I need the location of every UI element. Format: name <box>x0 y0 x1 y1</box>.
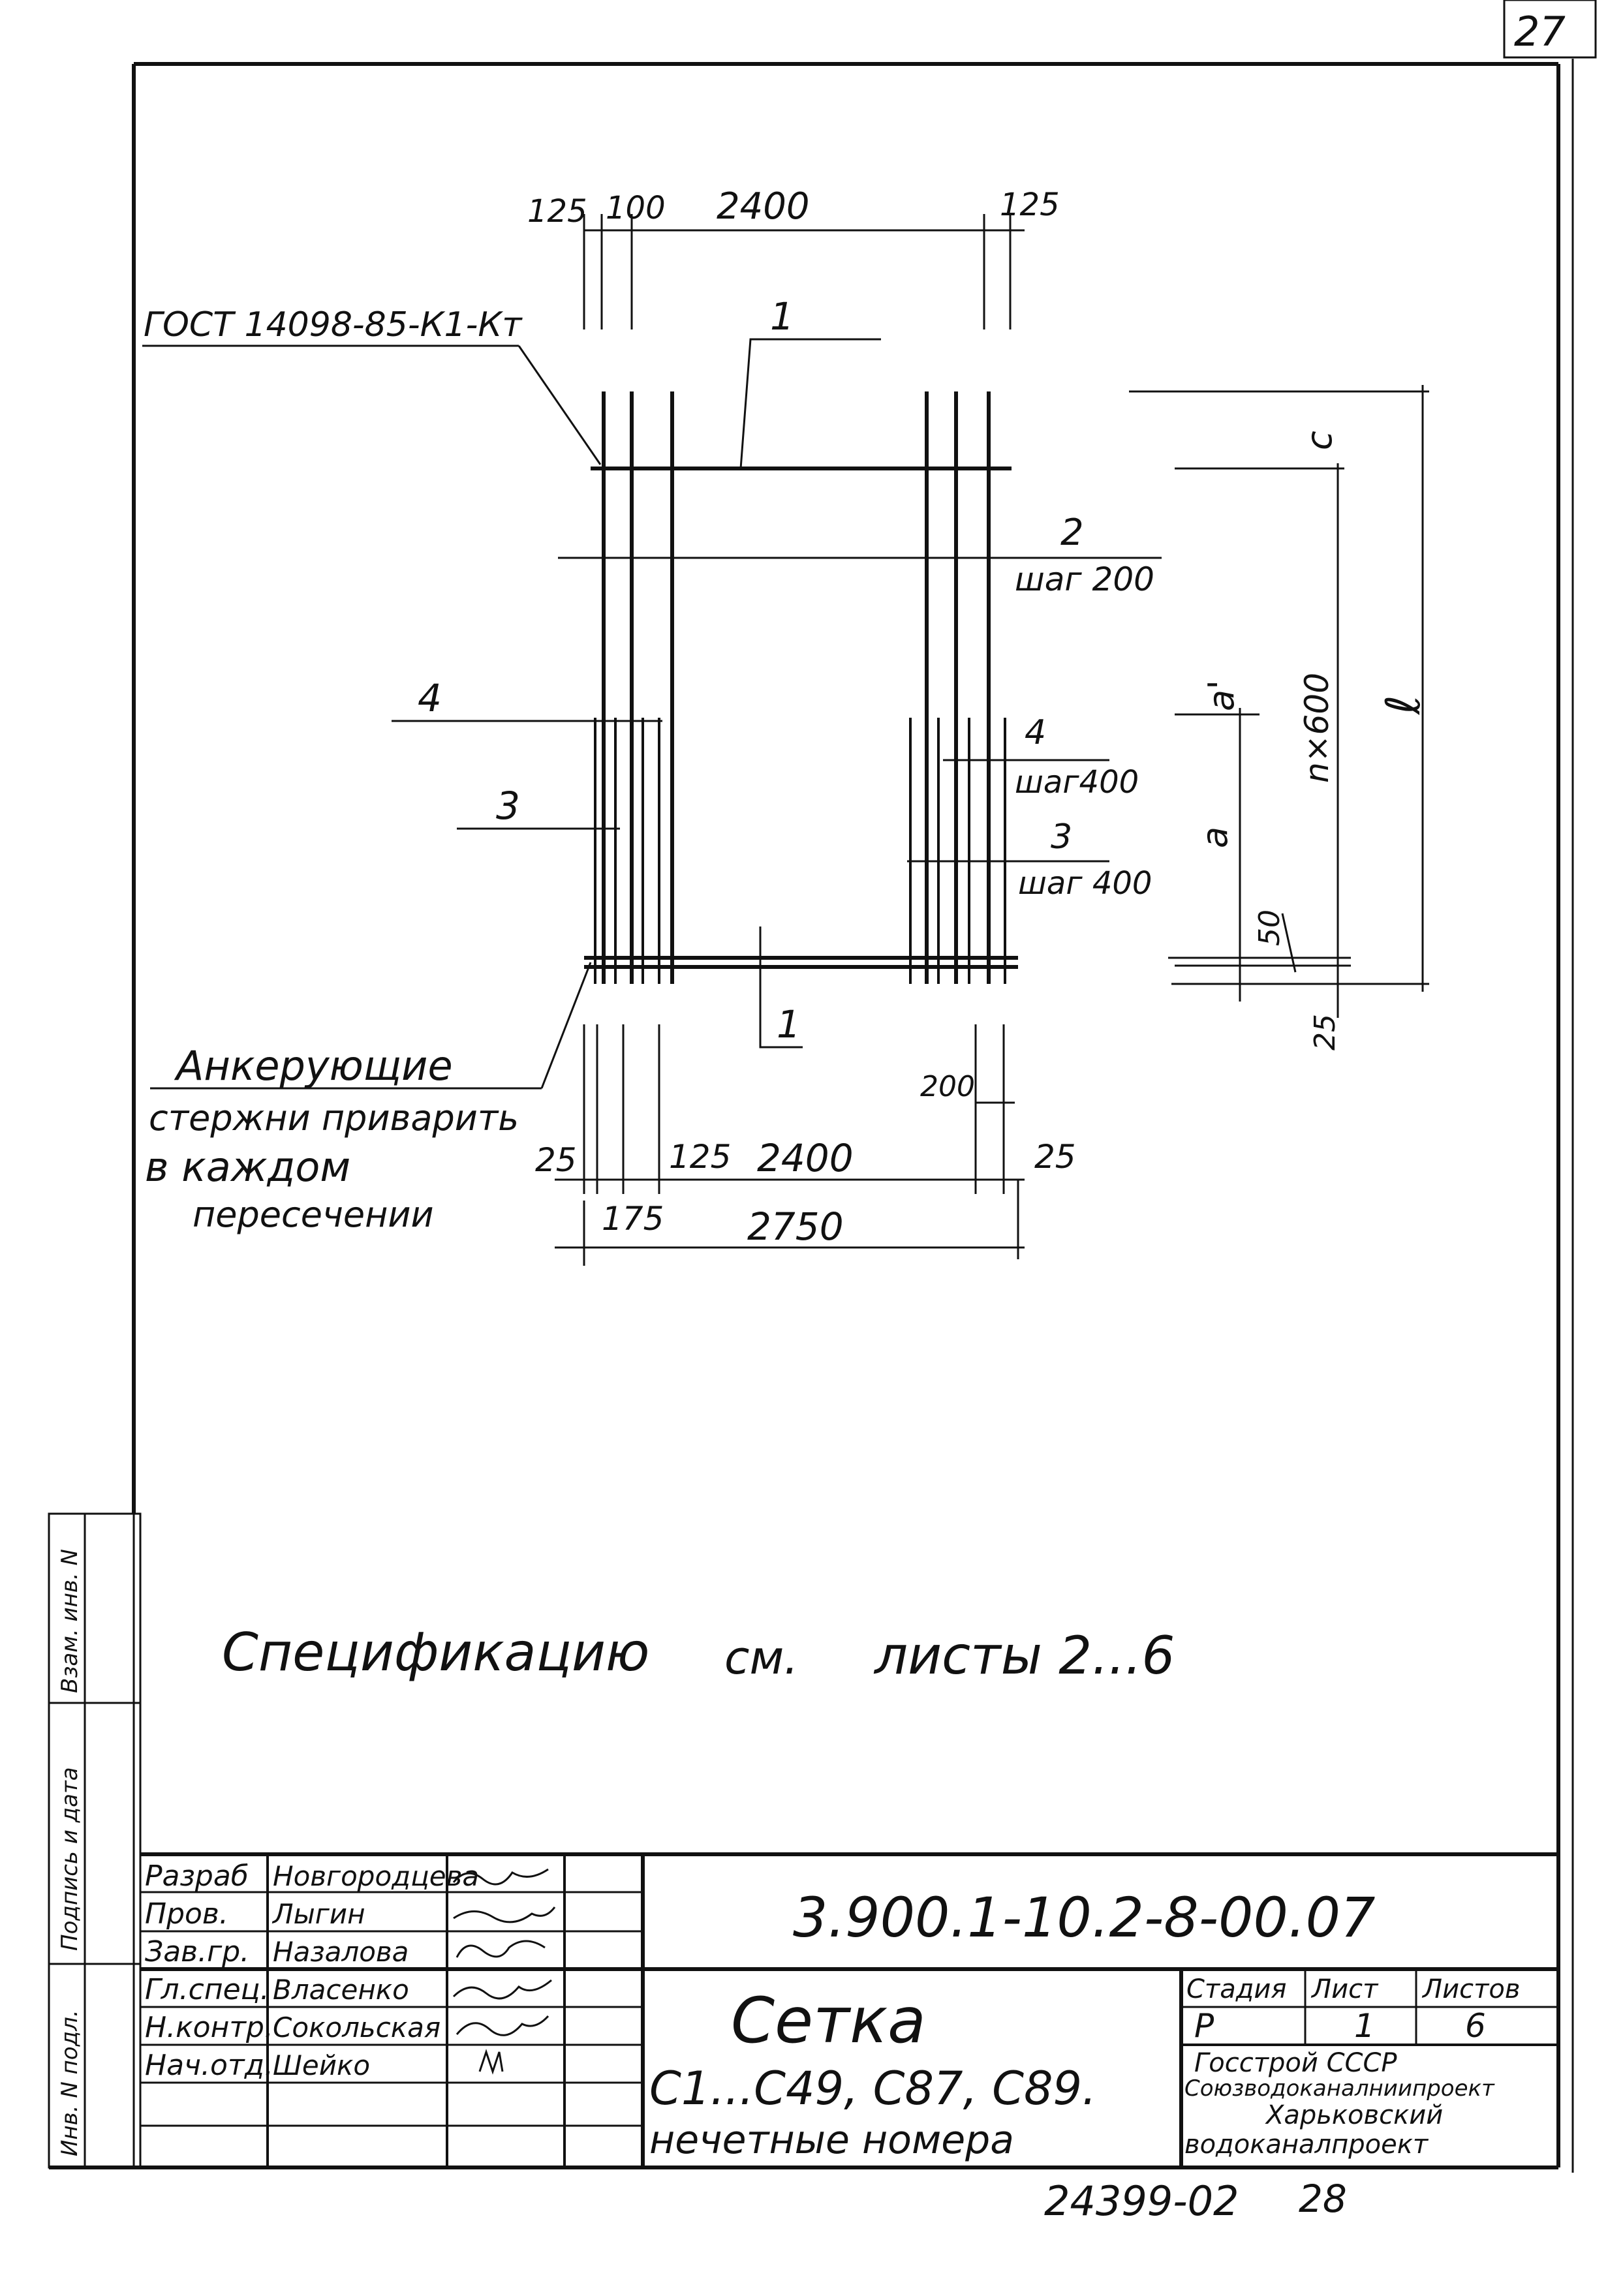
gost-callout: ГОСТ 14098-85-К1-Кт <box>142 305 602 465</box>
dim-top-right-125: 125 <box>1000 187 1060 223</box>
sheet-header: Лист <box>1310 1974 1379 2004</box>
spec-note-word1: Спецификацию <box>222 1622 649 1683</box>
dim-vert-l: ℓ <box>1376 695 1430 716</box>
dim-top-100: 100 <box>606 190 666 226</box>
sheet-value: 1 <box>1354 2007 1375 2045</box>
name-0: Новгородцева <box>273 1860 479 1892</box>
dim-vert-n600: n×600 <box>1298 673 1336 783</box>
designation: 3.900.1-10.2-8-00.07 <box>793 1886 1376 1950</box>
rods-right-group <box>909 391 1006 984</box>
pos4-right-step: шаг400 <box>1015 764 1139 801</box>
spec-note-word2: см. <box>724 1631 799 1685</box>
pos3-right-label: 3 <box>1051 818 1072 857</box>
pos2-reference: 2 шаг 200 <box>558 512 1162 598</box>
transverse-bars <box>584 467 1018 969</box>
product-line2: С1...С49, С87, С89. <box>649 2062 1096 2115</box>
dim-vert-50: 50 <box>1253 910 1286 946</box>
signature-scribble-5 <box>478 2049 504 2075</box>
corner-sheet-number: 27 <box>1514 8 1566 55</box>
anchor-note-line4: пересечении <box>193 1194 434 1235</box>
dim-bottom-175: 175 <box>602 1200 664 1238</box>
dim-bottom-2750: 2750 <box>747 1204 844 1249</box>
dim-top-left-125: 125 <box>527 193 587 230</box>
anchor-note-line2: стержни приварить <box>149 1097 519 1139</box>
pos1-bottom-label: 1 <box>777 1002 801 1047</box>
stage-value: Р <box>1194 2007 1214 2045</box>
corner-sheet-box: 27 <box>1503 0 1597 59</box>
pos1-top-callout: 1 <box>739 294 881 469</box>
dim-vert-c: c <box>1299 431 1340 450</box>
side-stamp-cell-inventory: Инв. N подл. <box>57 2010 83 2156</box>
role-5: Нач.отд. <box>145 2049 273 2082</box>
pos4-right-label: 4 <box>1025 713 1046 752</box>
stage-header: Стадия <box>1186 1974 1286 2004</box>
pos2-label: 2 <box>1060 512 1084 554</box>
gost-label: ГОСТ 14098-85-К1-Кт <box>144 305 523 344</box>
specification-note: Спецификацию см. листы 2...6 <box>222 1622 1175 1686</box>
left-pos-callouts: 4 3 <box>392 676 662 830</box>
role-4: Н.контр. <box>145 2011 273 2044</box>
org-line4: водоканалпроект <box>1184 2130 1429 2160</box>
role-2: Зав.гр. <box>145 1935 249 1968</box>
archive-number: 24399-02 28 <box>1044 2177 1347 2225</box>
archive-page: 28 <box>1299 2177 1347 2221</box>
pos1-bottom-callout: 1 <box>759 926 803 1049</box>
dim-bottom-125: 125 <box>669 1138 731 1176</box>
dim-vert-a-prime: a' <box>1201 680 1242 711</box>
role-0: Разраб <box>145 1860 249 1893</box>
signature-scribble-3 <box>452 1979 552 2000</box>
dim-bottom-right-25: 25 <box>1034 1138 1076 1176</box>
side-stamp: Взам. инв. N Подпись и дата Инв. N подл. <box>48 1512 142 2169</box>
right-pos-callouts: 4 шаг400 3 шаг 400 <box>907 713 1152 902</box>
sheets-value: 6 <box>1465 2007 1486 2045</box>
title-block: Разраб Новгородцева Пров. Лыгин Зав.гр. … <box>140 1852 1558 2167</box>
pos3-right-step: шаг 400 <box>1018 865 1152 902</box>
role-3: Гл.спец. <box>145 1973 270 2006</box>
spec-note-word3: листы 2...6 <box>873 1625 1175 1686</box>
org-line2: Союзводоканалниипроект <box>1184 2075 1495 2102</box>
dim-top-2400: 2400 <box>717 185 810 228</box>
name-5: Шейко <box>273 2049 370 2081</box>
signature-scribble-0 <box>452 1868 549 1886</box>
dim-vert-a: a <box>1194 827 1235 848</box>
signature-scribble-4 <box>456 2015 549 2036</box>
product-title: Сетка <box>731 1984 926 2057</box>
archive-no: 24399-02 <box>1044 2177 1239 2225</box>
pos4-left-label: 4 <box>418 676 442 720</box>
sheets-header: Листов <box>1421 1974 1520 2004</box>
anchor-note: Анкерующие стержни приварить в каждом пе… <box>145 962 592 1235</box>
name-1: Лыгин <box>271 1898 365 1930</box>
right-dimension-chain: c ℓ n×600 a' a 50 25 <box>1129 385 1430 1050</box>
anchor-note-line1: Анкерующие <box>174 1042 453 1090</box>
pos2-step: шаг 200 <box>1015 560 1154 598</box>
dim-vert-25: 25 <box>1308 1014 1342 1050</box>
bottom-rod-stubs: 200 <box>583 1024 1015 1194</box>
drawing-frame <box>49 59 1574 2173</box>
dim-bottom-left-25: 25 <box>535 1141 577 1179</box>
top-dimension-chain: 125 100 2400 125 <box>527 185 1060 329</box>
role-1: Пров. <box>145 1897 228 1931</box>
name-3: Власенко <box>273 1974 409 2006</box>
anchor-note-line3: в каждом <box>145 1143 350 1191</box>
side-stamp-cell-replace: Взам. инв. N <box>57 1549 83 1693</box>
bottom-dimension-chain: 25 125 2400 25 175 2750 <box>535 1136 1076 1266</box>
pos3-left-label: 3 <box>496 784 520 828</box>
product-line3: нечетные номера <box>649 2117 1014 2163</box>
name-2: Назалова <box>273 1936 409 1968</box>
org-line1: Госстрой СССР <box>1194 2048 1397 2078</box>
rods-left-group <box>594 391 674 984</box>
pos1-top-label: 1 <box>770 294 794 339</box>
org-line3: Харьковский <box>1265 2100 1443 2130</box>
name-4: Сокольская <box>273 2012 441 2043</box>
side-stamp-cell-signature: Подпись и дата <box>57 1767 83 1951</box>
dim-bottom-2400: 2400 <box>757 1136 854 1180</box>
signature-scribble-2 <box>456 1940 546 1958</box>
dim-right-200: 200 <box>920 1070 975 1103</box>
signature-scribble-1 <box>453 1906 556 1923</box>
